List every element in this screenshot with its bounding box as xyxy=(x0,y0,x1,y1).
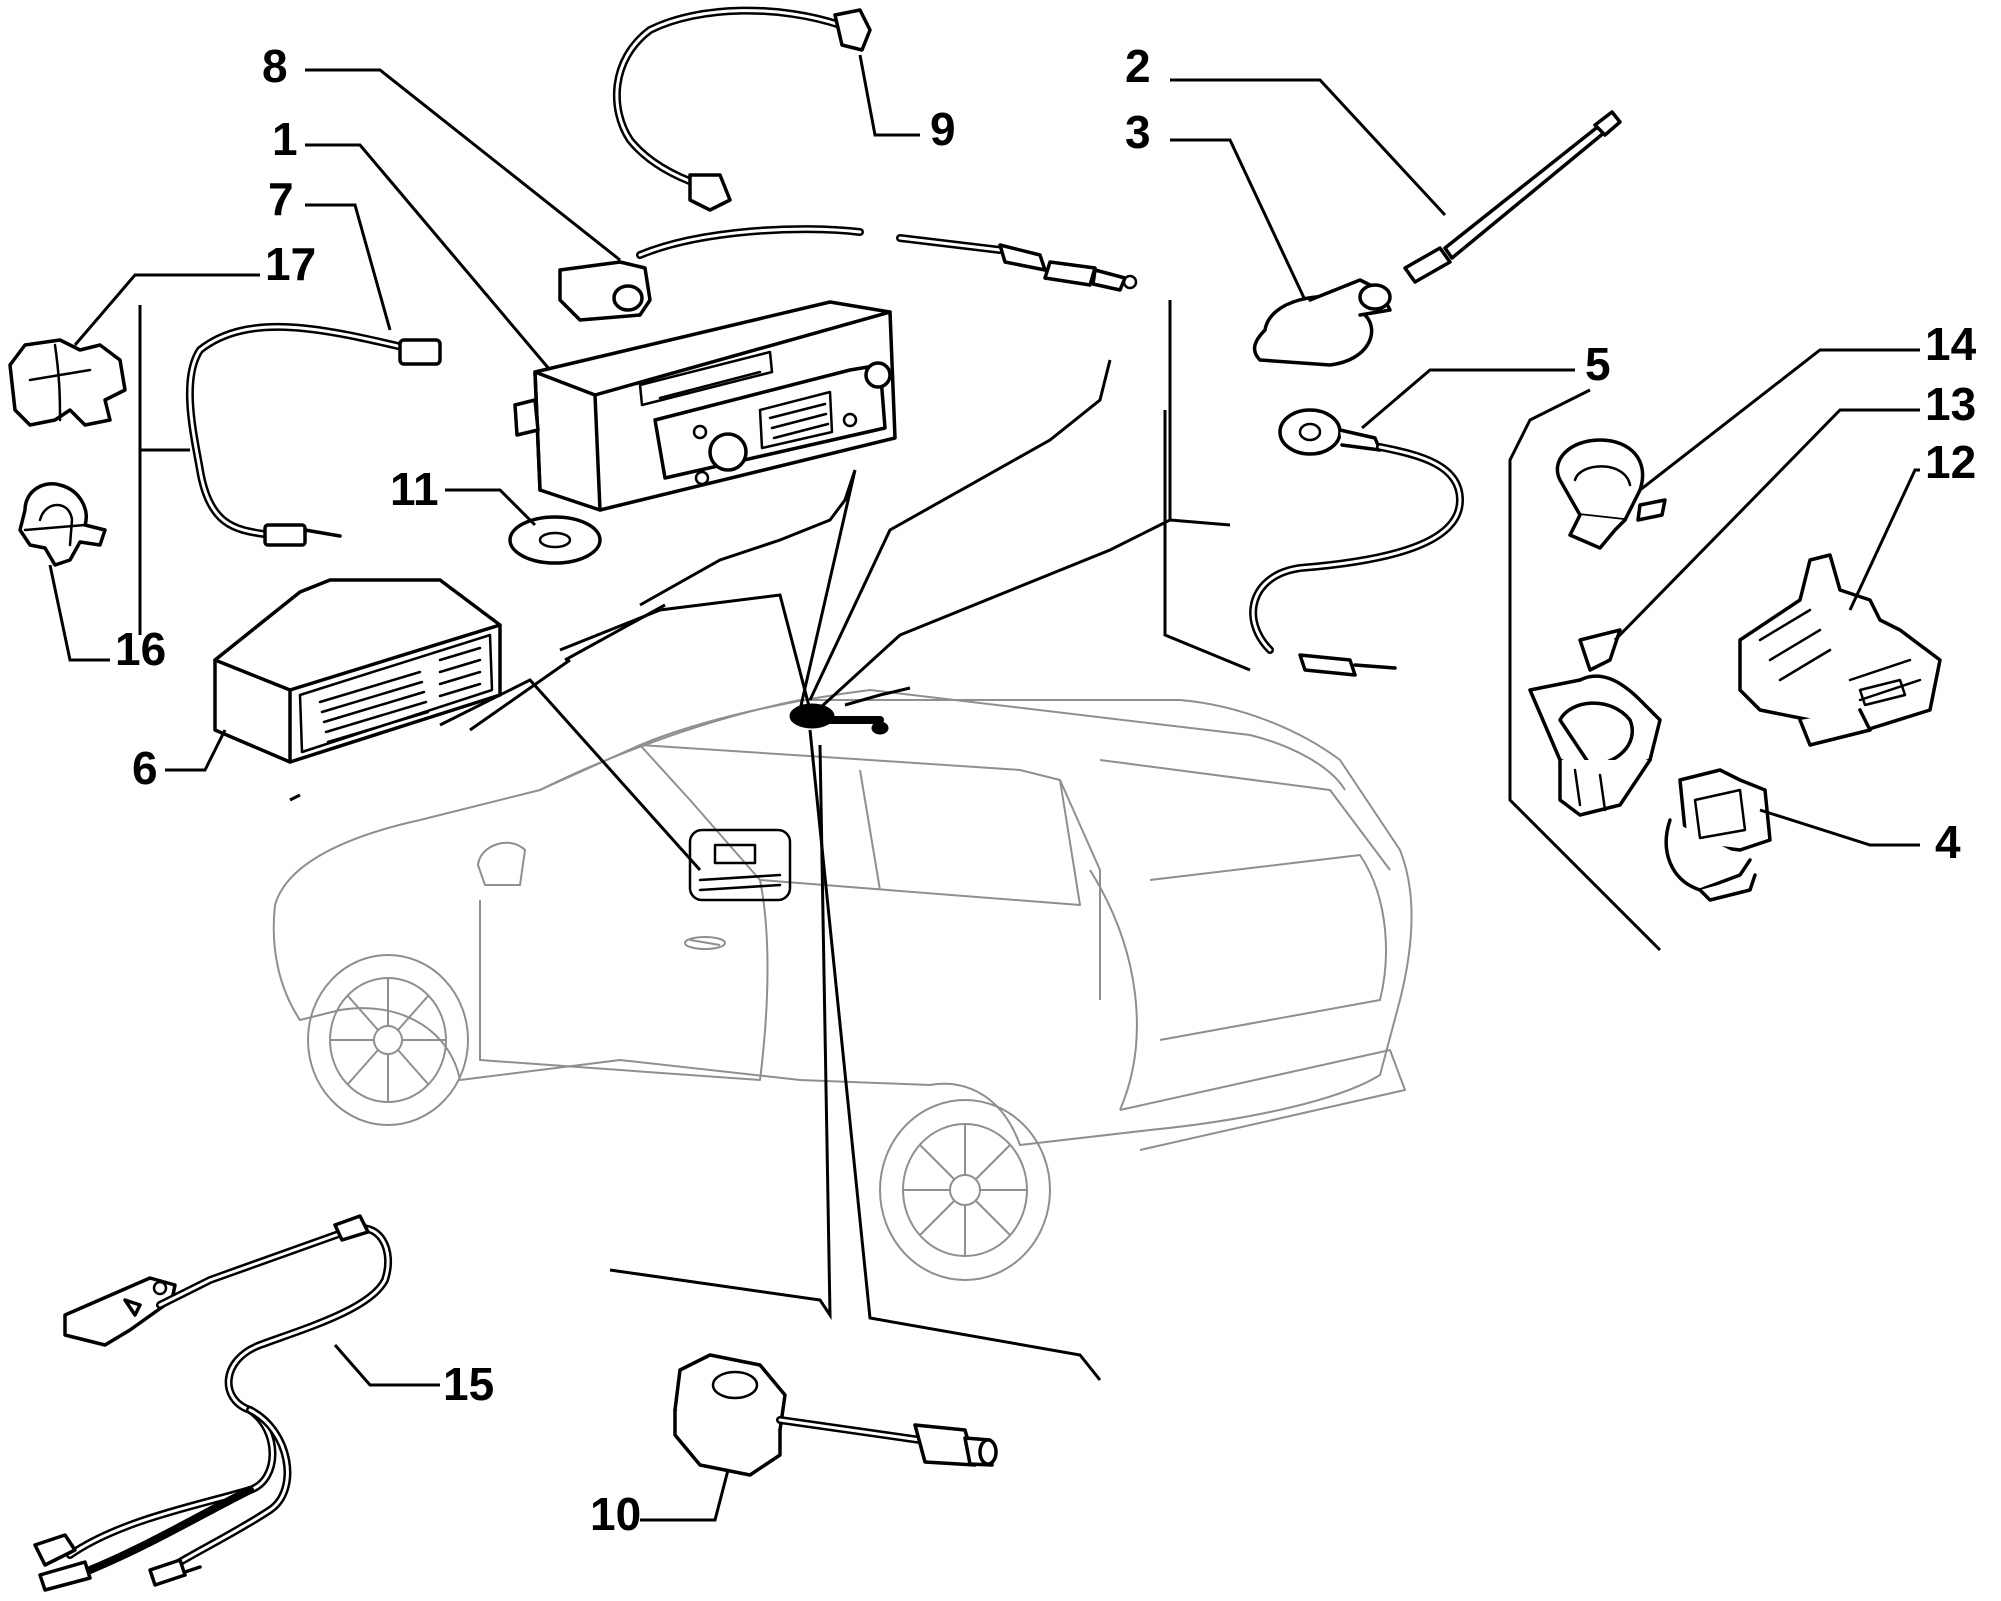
callout-1: 1 xyxy=(272,113,298,165)
clamp-4 xyxy=(1664,768,1772,902)
clip-14 xyxy=(1555,438,1667,550)
roof-antenna-mount xyxy=(789,686,911,735)
callout-17: 17 xyxy=(265,238,316,290)
callout-3: 3 xyxy=(1125,106,1151,158)
disc-part xyxy=(508,515,602,565)
callout-14: 14 xyxy=(1925,318,1977,370)
radio-unit xyxy=(513,300,897,512)
antenna-base xyxy=(1252,278,1392,367)
callout-8: 8 xyxy=(262,40,288,92)
clip-13 xyxy=(1528,628,1662,817)
callout-11: 11 xyxy=(390,463,439,515)
wiring-harness xyxy=(33,1214,393,1592)
leader-lines xyxy=(48,54,1920,1522)
short-cable xyxy=(612,6,872,212)
callout-7: 7 xyxy=(268,173,294,225)
antenna-rod xyxy=(1403,110,1622,284)
callout-labels: 8 1 7 17 16 11 6 9 2 3 5 14 13 12 4 15 1… xyxy=(115,40,1977,1540)
antenna-cable xyxy=(558,225,1138,322)
aerial-lead xyxy=(1249,408,1465,677)
car-outline xyxy=(272,689,1413,1281)
callout-4: 4 xyxy=(1935,816,1961,868)
speaker-box xyxy=(213,578,502,764)
callout-9: 9 xyxy=(930,103,956,155)
group-lines xyxy=(138,300,1662,1381)
module-10 xyxy=(673,1353,998,1477)
callout-5: 5 xyxy=(1585,338,1611,390)
callout-16: 16 xyxy=(115,623,166,675)
clip-16 xyxy=(18,482,107,567)
callout-6: 6 xyxy=(132,742,158,794)
callout-15: 15 xyxy=(443,1358,494,1410)
adapter-cable xyxy=(185,322,442,547)
callout-12: 12 xyxy=(1925,436,1976,488)
callout-2: 2 xyxy=(1125,40,1151,92)
bracket-12 xyxy=(1738,553,1942,747)
callout-10: 10 xyxy=(590,1488,641,1540)
clip-17 xyxy=(8,338,127,427)
callout-13: 13 xyxy=(1925,378,1976,430)
